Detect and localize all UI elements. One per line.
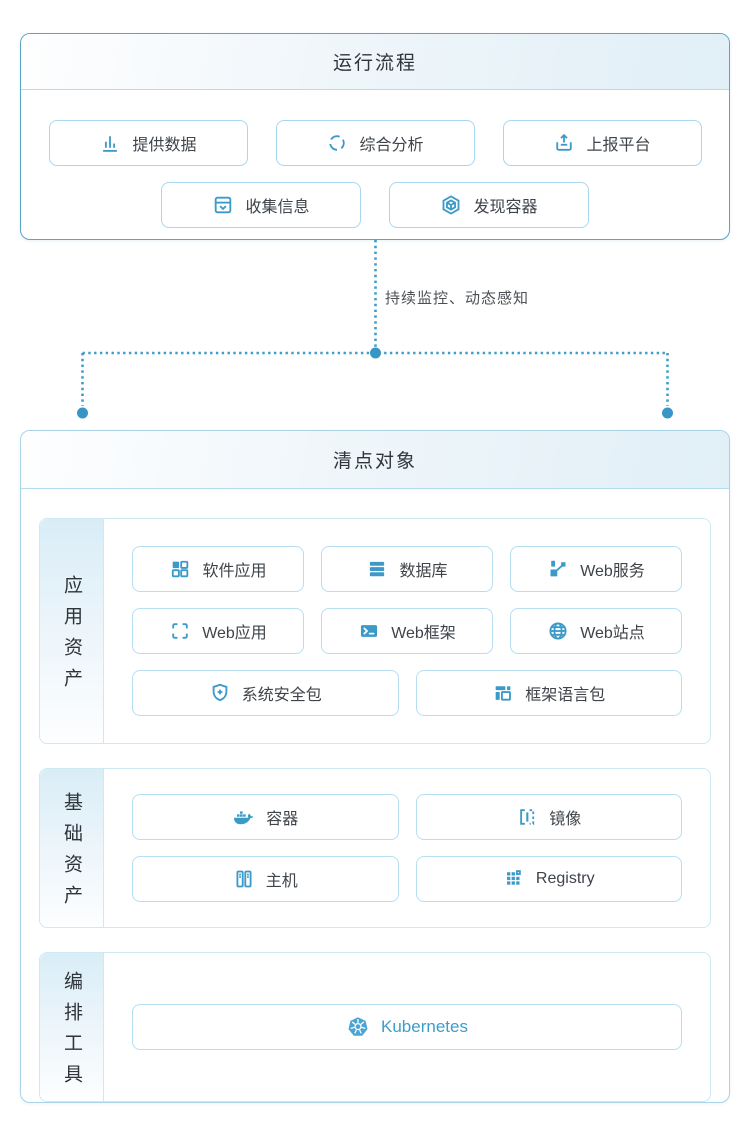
node-framework-language-pack: 框架语言包 xyxy=(415,670,682,716)
group-label: 应用资产 xyxy=(61,575,82,699)
node-report-platform: 上报平台 xyxy=(502,120,702,166)
node-collect-info: 收集信息 xyxy=(161,182,361,228)
node-image: 镜像 xyxy=(415,794,682,840)
chip-row: Kubernetes xyxy=(132,1004,682,1050)
process-row-1: 提供数据 综合分析 xyxy=(48,120,702,166)
connector-left-dot xyxy=(77,407,88,419)
bar-chart-icon xyxy=(99,132,121,154)
chip-row: 容器 镜像 xyxy=(132,794,682,840)
node-label: 容器 xyxy=(266,811,299,828)
node-label: 主机 xyxy=(265,873,298,890)
node-discover-container: 发现容器 xyxy=(389,182,589,228)
group-chips: 容器 镜像 xyxy=(104,769,710,927)
node-provide-data: 提供数据 xyxy=(48,120,248,166)
node-web-site: Web站点 xyxy=(510,608,682,654)
group-orchestration-tools: 编排工具 xyxy=(39,952,711,1102)
node-label: 上报平台 xyxy=(586,137,651,154)
node-label: 框架语言包 xyxy=(525,687,606,704)
docker-whale-icon xyxy=(232,806,255,829)
registry-blocks-icon xyxy=(503,868,525,890)
process-panel: 运行流程 提供数据 xyxy=(20,33,730,240)
group-label-strip: 编排工具 xyxy=(40,953,104,1101)
node-label: Web服务 xyxy=(580,563,645,580)
process-row-2: 收集信息 发现容器 xyxy=(161,182,589,228)
connector-label: 持续监控、动态感知 xyxy=(385,290,530,307)
group-label-strip: 基础资产 xyxy=(40,769,104,927)
node-label: Registry xyxy=(535,870,595,887)
inventory-panel: 清点对象 应用资产 xyxy=(20,430,730,1103)
group-label-strip: 应用资产 xyxy=(40,519,104,743)
database-stack-icon xyxy=(366,558,388,580)
node-label: 系统安全包 xyxy=(241,687,322,704)
upload-tray-icon xyxy=(553,132,575,154)
process-panel-body: 提供数据 综合分析 xyxy=(21,90,729,228)
node-label: Web应用 xyxy=(202,625,267,642)
chip-row: Web应用 Web框架 xyxy=(132,608,682,654)
node-system-security-pack: 系统安全包 xyxy=(132,670,399,716)
container-hexagon-icon xyxy=(440,194,462,216)
group-chips: Kubernetes xyxy=(104,953,710,1101)
node-kubernetes: Kubernetes xyxy=(132,1004,682,1050)
host-servers-icon xyxy=(233,868,255,890)
node-web-service: Web服务 xyxy=(510,546,682,592)
web-service-nodes-icon xyxy=(547,558,569,580)
group-chips: 软件应用 数据库 xyxy=(104,519,710,743)
chip-row: 软件应用 数据库 xyxy=(132,546,682,592)
node-label: 提供数据 xyxy=(132,137,197,154)
shield-plus-icon xyxy=(209,682,231,704)
group-basic-assets: 基础资产 xyxy=(39,768,711,928)
connector-lines xyxy=(77,240,673,419)
globe-icon xyxy=(547,620,569,642)
inventory-panel-title: 清点对象 xyxy=(332,451,417,472)
connector-center-dot xyxy=(370,347,381,359)
connector-right-dot xyxy=(662,407,673,419)
node-label: 发现容器 xyxy=(473,199,538,216)
group-label: 基础资产 xyxy=(61,792,82,916)
node-host: 主机 xyxy=(132,856,399,902)
image-brackets-icon xyxy=(516,806,538,828)
node-web-framework: Web框架 xyxy=(321,608,493,654)
group-application-assets: 应用资产 软件应用 xyxy=(39,518,711,744)
layout-blocks-icon xyxy=(492,682,514,704)
node-registry: Registry xyxy=(415,856,682,902)
chip-row: 主机 xyxy=(132,856,682,902)
node-container: 容器 xyxy=(132,794,399,840)
kubernetes-wheel-icon xyxy=(346,1015,370,1039)
node-label: 软件应用 xyxy=(202,563,267,580)
node-database: 数据库 xyxy=(321,546,493,592)
node-label: 综合分析 xyxy=(359,137,424,154)
app-grid-icon xyxy=(169,558,191,580)
node-label: 数据库 xyxy=(399,563,448,580)
inventory-panel-body: 应用资产 软件应用 xyxy=(21,489,729,1114)
chip-row: 系统安全包 框架语言包 xyxy=(132,670,682,716)
node-label: 镜像 xyxy=(549,811,582,828)
group-label: 编排工具 xyxy=(61,971,82,1095)
corner-brackets-icon xyxy=(169,620,191,642)
node-software-app: 软件应用 xyxy=(132,546,304,592)
analysis-ring-icon xyxy=(326,132,348,154)
inventory-panel-header: 清点对象 xyxy=(21,431,729,489)
node-label: Web站点 xyxy=(580,625,645,642)
process-panel-title: 运行流程 xyxy=(332,53,417,74)
node-label: Web框架 xyxy=(391,625,456,642)
collect-inbox-icon xyxy=(212,194,234,216)
node-comprehensive-analysis: 综合分析 xyxy=(275,120,475,166)
node-web-app: Web应用 xyxy=(132,608,304,654)
node-label: 收集信息 xyxy=(245,199,310,216)
node-label: Kubernetes xyxy=(381,1017,468,1036)
process-panel-header: 运行流程 xyxy=(21,34,729,90)
terminal-frame-icon xyxy=(358,620,380,642)
